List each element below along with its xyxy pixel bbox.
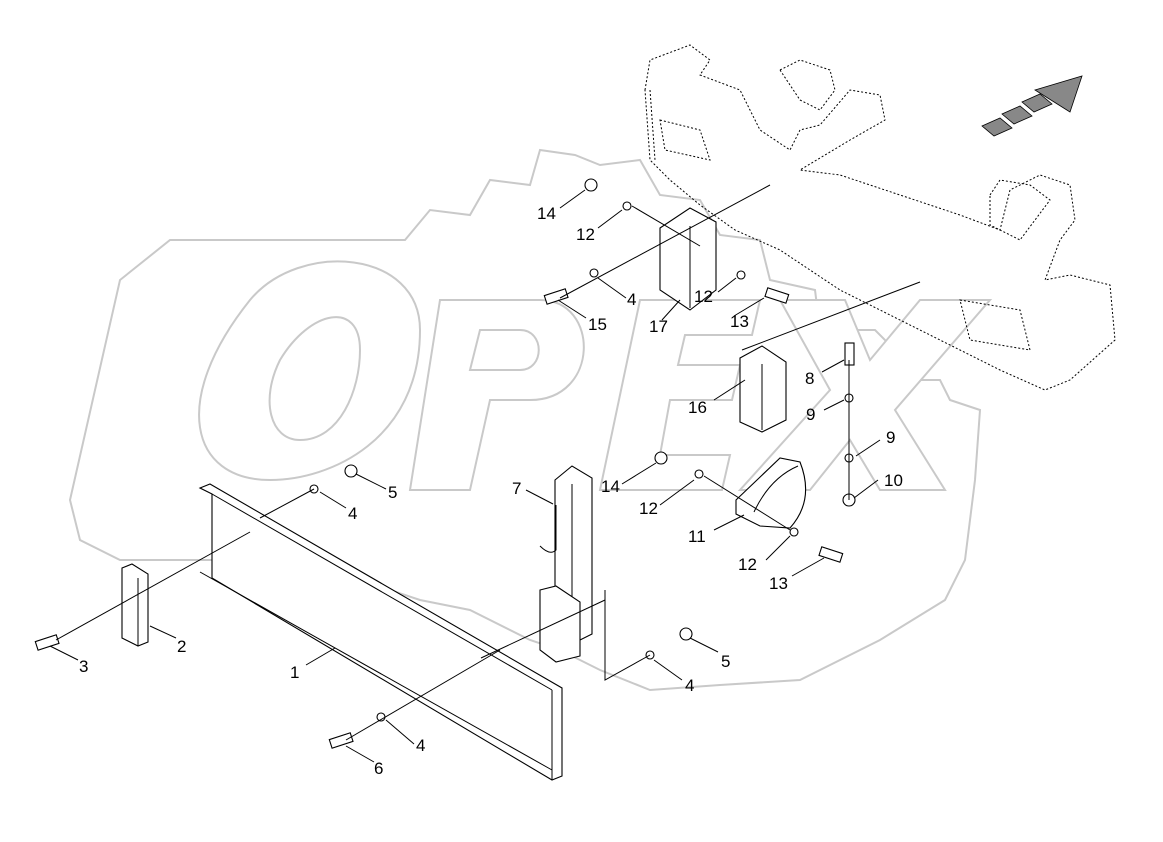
nut-icon	[584, 178, 598, 192]
callout-13: 13	[769, 574, 788, 593]
bolt-icon	[543, 288, 569, 305]
direction-arrow-icon	[981, 75, 1083, 137]
washer-icon	[789, 527, 799, 537]
fasteners	[34, 178, 856, 749]
nut-icon	[679, 627, 693, 641]
callout-1: 1	[290, 663, 299, 682]
callout-7: 7	[512, 479, 521, 498]
callout-5: 5	[388, 483, 397, 502]
callout-2: 2	[177, 637, 186, 656]
leader-lines	[49, 189, 881, 763]
callout-4: 4	[685, 676, 694, 695]
callout-labels: 1 2 3 4 4 4 4 5 5 6 7 8 9 9 10 11 12 12 …	[79, 204, 903, 778]
part-vertical-bracket	[539, 465, 593, 663]
callout-12: 12	[738, 555, 757, 574]
truck-frame	[644, 44, 1116, 391]
part-clamp	[735, 457, 807, 529]
callout-12: 12	[576, 225, 595, 244]
callout-4: 4	[348, 504, 357, 523]
part-spacer-block	[121, 563, 149, 647]
callout-11: 11	[688, 527, 706, 546]
washer-icon	[622, 201, 632, 211]
callout-12: 12	[694, 287, 713, 306]
part-upper-bracket	[659, 207, 717, 311]
callout-13: 13	[730, 312, 749, 331]
bolt-icon	[328, 732, 354, 749]
callout-16: 16	[688, 398, 707, 417]
washer-icon	[589, 268, 599, 278]
nut-icon	[654, 451, 668, 465]
washer-icon	[694, 469, 704, 479]
watermark-logo	[198, 260, 993, 491]
callout-9: 9	[806, 405, 815, 424]
washer-icon	[736, 270, 746, 280]
bolt-icon	[34, 634, 60, 651]
callout-15: 15	[588, 315, 607, 334]
callout-4: 4	[416, 736, 425, 755]
part-crossmember	[198, 483, 563, 781]
callout-3: 3	[79, 657, 88, 676]
nut-icon	[344, 464, 358, 478]
bolt-icon	[764, 287, 790, 304]
callout-8: 8	[805, 369, 814, 388]
assembly-lines	[55, 184, 921, 741]
callout-10: 10	[884, 471, 903, 490]
callout-14: 14	[537, 204, 556, 223]
callout-14: 14	[601, 477, 620, 496]
callout-12: 12	[639, 499, 658, 518]
callout-5: 5	[721, 652, 730, 671]
bolt-icon	[818, 546, 844, 563]
callout-17: 17	[649, 317, 668, 336]
callout-4: 4	[627, 290, 636, 309]
callout-9: 9	[886, 428, 895, 447]
part-lower-bracket	[739, 345, 787, 433]
callout-6: 6	[374, 759, 383, 778]
